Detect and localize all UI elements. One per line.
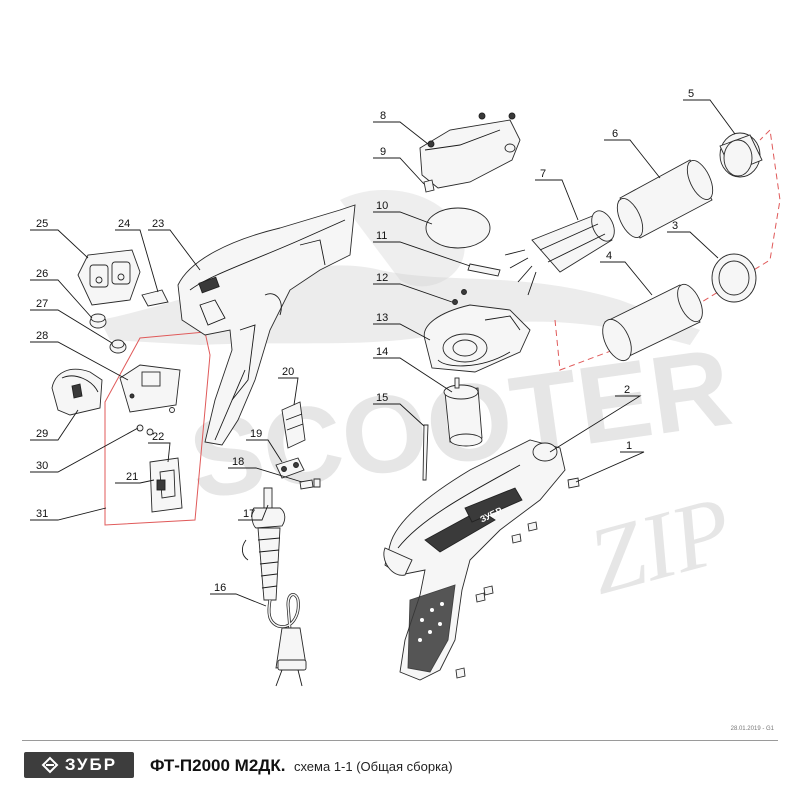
revision-date: 28.01.2019 - G1 (730, 726, 774, 732)
footer-title: ФТ-П2000 М2ДК. схема 1-1 (Общая сборка) (150, 756, 453, 776)
label-23: 23 (152, 218, 164, 230)
part-ring-5 (719, 132, 763, 178)
label-28: 28 (36, 330, 48, 342)
model-name: ФТ-П2000 М2ДК. (150, 756, 286, 775)
part-tube-4 (602, 283, 703, 362)
part-top-cover (419, 112, 521, 193)
brand-logo: ЗУБР (24, 752, 134, 778)
part-base-plate (423, 304, 531, 373)
part-disc (425, 207, 491, 249)
part-screw-11 (467, 263, 501, 277)
part-housing-right: ЗУБР (383, 439, 566, 681)
scheme-name: схема 1-1 (Общая сборка) (293, 759, 453, 774)
label-27: 27 (36, 298, 48, 310)
label-13: 13 (376, 312, 388, 324)
label-29: 29 (36, 428, 48, 440)
label-16: 16 (214, 582, 226, 594)
footer-divider (22, 740, 778, 741)
label-31: 31 (36, 508, 48, 520)
part-plate (141, 289, 169, 307)
part-cord-clamp (275, 457, 305, 479)
label-17: 17 (243, 508, 255, 520)
part-lid (51, 368, 103, 416)
label-14: 14 (376, 346, 388, 358)
label-20: 20 (282, 366, 294, 378)
label-12: 12 (376, 272, 388, 284)
part-motor (443, 377, 483, 447)
label-1: 1 (626, 440, 632, 452)
label-7: 7 (540, 168, 546, 180)
label-9: 9 (380, 146, 386, 158)
part-knob (89, 313, 107, 329)
leader-lines (30, 99, 736, 607)
part-switch-board (119, 364, 181, 436)
dashed-outline-heater (554, 128, 781, 371)
part-switch (149, 457, 183, 513)
part-dual-cover (77, 249, 141, 306)
label-25: 25 (36, 218, 48, 230)
label-22: 22 (152, 431, 164, 443)
label-24: 24 (118, 218, 130, 230)
exploded-view-diagram: SCOOTER ZIP (30, 88, 781, 687)
part-gasket-3 (711, 253, 757, 303)
label-11: 11 (376, 230, 387, 242)
brand-arrow-icon (41, 756, 59, 774)
label-18: 18 (232, 456, 244, 468)
label-6: 6 (612, 128, 618, 140)
part-power-cord (241, 487, 307, 687)
part-heating-element (504, 210, 615, 296)
label-26: 26 (36, 268, 48, 280)
label-4: 4 (606, 250, 612, 262)
label-3: 3 (672, 220, 678, 232)
brand-name: ЗУБР (64, 755, 118, 774)
label-19: 19 (250, 428, 262, 440)
part-housing-left (177, 204, 356, 446)
part-pin (422, 424, 429, 481)
part-nut (109, 339, 127, 354)
label-2: 2 (624, 384, 630, 396)
label-30: 30 (36, 460, 48, 472)
part-body-screws (455, 477, 580, 679)
part-tube-6 (616, 159, 714, 239)
label-15: 15 (376, 392, 388, 404)
label-10: 10 (376, 200, 388, 212)
label-21: 21 (126, 471, 138, 483)
highlight-box-31 (104, 331, 211, 526)
part-screws-18 (299, 478, 321, 490)
label-8: 8 (380, 110, 386, 122)
watermark-subtext: ZIP (578, 476, 743, 615)
label-5: 5 (688, 88, 694, 100)
part-number-labels: 25 24 23 26 27 28 29 30 31 21 22 20 19 1… (36, 88, 694, 594)
